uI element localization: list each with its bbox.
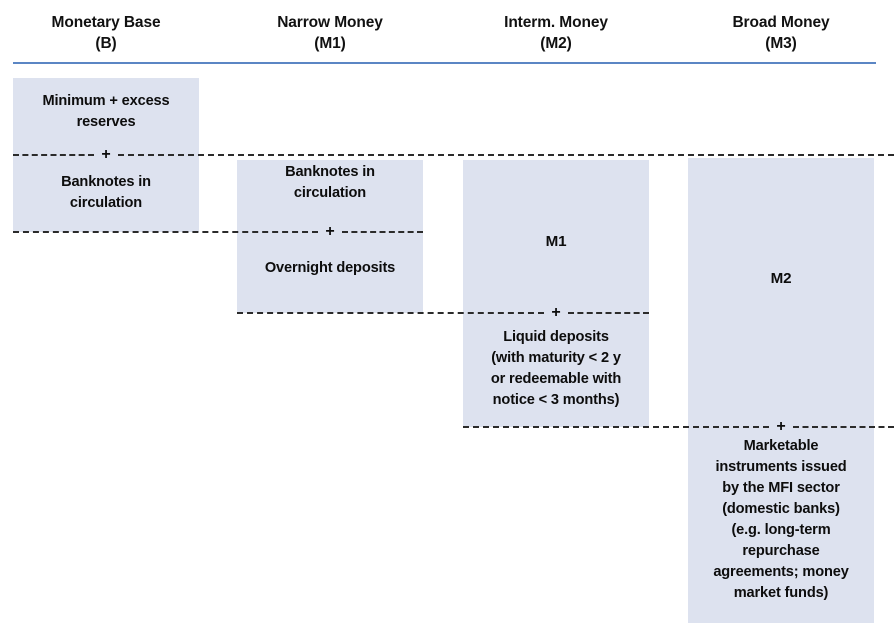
label-liquid-deposits: Liquid deposits (with maturity < 2 y or … xyxy=(490,329,622,408)
column-header-code: (M2) xyxy=(540,35,572,52)
label-m1: M1 xyxy=(545,233,567,250)
column-header-broad-money: Broad Money (M3) xyxy=(688,12,874,56)
dashed-line-left xyxy=(13,231,318,233)
connector-row-intermediate-money: + xyxy=(0,304,894,322)
dashed-line-left xyxy=(13,154,94,156)
dashed-line-right xyxy=(793,426,894,428)
dashed-line-right xyxy=(568,312,649,314)
column-header-name: Interm. Money xyxy=(504,14,608,31)
label-overnight-deposits: Overnight deposits xyxy=(264,260,396,276)
plus-operator: + xyxy=(101,146,111,163)
label-banknotes-circulation-m1: Banknotes in circulation xyxy=(285,164,375,201)
box-intermediate-money xyxy=(463,160,649,427)
box-broad-money xyxy=(688,158,874,623)
column-header-monetary-base: Monetary Base (B) xyxy=(13,12,199,56)
column-header-name: Narrow Money xyxy=(277,14,383,31)
column-header-code: (M3) xyxy=(765,35,797,52)
plus-operator: + xyxy=(551,304,561,321)
column-header-intermediate-money: Interm. Money (M2) xyxy=(463,12,649,56)
label-banknotes-circulation-b: Banknotes in circulation xyxy=(61,174,151,211)
label-m2: M2 xyxy=(770,270,792,287)
dashed-line-left xyxy=(463,426,769,428)
dashed-line-left xyxy=(237,312,544,314)
connector-row-narrow-money: + xyxy=(0,223,894,241)
column-header-code: (B) xyxy=(95,35,117,52)
header-divider-rule xyxy=(13,62,876,64)
connector-row-monetary-base: + xyxy=(0,146,894,164)
column-header-name: Broad Money xyxy=(732,14,830,31)
column-header-narrow-money: Narrow Money (M1) xyxy=(237,12,423,56)
box-narrow-money xyxy=(237,160,423,313)
dashed-line-right xyxy=(342,231,423,233)
plus-operator: + xyxy=(325,223,335,240)
column-header-code: (M1) xyxy=(314,35,346,52)
dashed-line-right xyxy=(118,154,894,156)
plus-operator: + xyxy=(776,418,786,435)
label-marketable-instruments: Marketable instruments issued by the MFI… xyxy=(713,438,849,601)
column-header-name: Monetary Base xyxy=(51,14,161,31)
label-minimum-excess-reserves: Minimum + excess reserves xyxy=(42,93,170,130)
connector-row-broad-money: + xyxy=(0,418,894,436)
